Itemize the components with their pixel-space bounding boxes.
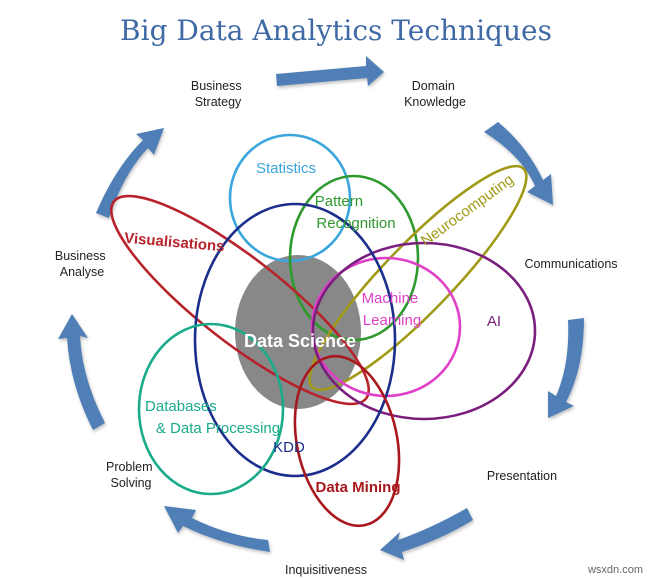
- arrow-strategy-to-domain: [276, 56, 384, 86]
- ai-label: AI: [487, 313, 501, 330]
- kdd-label: KDD: [273, 439, 305, 456]
- kdd-circle: [193, 202, 397, 478]
- cycle-label-problem-solving: Problem Solving: [106, 460, 156, 490]
- databases-circle: [137, 322, 285, 496]
- cycle-label-business-analyse: Business Analyse: [55, 249, 109, 279]
- ai-circle: [311, 241, 537, 421]
- cycle-label-inquisitiveness: Inquisitiveness: [285, 563, 367, 577]
- diagram-title: Big Data Analytics Techniques: [120, 14, 552, 47]
- data-science-label: Data Science: [244, 331, 356, 351]
- cycle-label-presentation: Presentation: [487, 469, 557, 483]
- pattern-recognition-label: Pattern Recognition: [315, 193, 396, 232]
- statistics-label: Statistics: [256, 160, 316, 177]
- machine-learning-label: Machine Learning: [362, 290, 423, 329]
- cycle-label-communications: Communications: [524, 257, 617, 271]
- set-shapes: [109, 133, 537, 528]
- pattern-recognition-circle: [288, 174, 420, 342]
- neurocomputing-label: Neurocomputing: [418, 171, 517, 249]
- arrow-communications-to-presentation: [548, 318, 584, 418]
- visualisations-label: Visualisations: [124, 230, 226, 256]
- neurocomputing-ellipse: [308, 164, 528, 392]
- arrow-analyse-to-strategy: [96, 128, 164, 218]
- data-mining-ellipse: [293, 354, 401, 528]
- arrow-presentation-to-inquisitiveness: [380, 508, 473, 560]
- databases-label: Databases & Data Processing: [145, 398, 280, 437]
- arrow-domain-to-communications: [484, 122, 553, 205]
- cycle-label-domain-knowledge: Domain Knowledge: [404, 79, 466, 109]
- cycle-arrows: [58, 56, 584, 560]
- cycle-labels: Business Strategy Domain Knowledge Commu…: [55, 79, 618, 577]
- data-mining-label: Data Mining: [316, 479, 401, 496]
- cycle-label-business-strategy: Business Strategy: [191, 79, 245, 109]
- arrow-problem-solving-to-analyse: [58, 314, 105, 430]
- watermark: wsxdn.com: [587, 564, 643, 576]
- arrow-inquisitiveness-to-problem-solving: [164, 506, 270, 552]
- visualisations-ellipse: [109, 194, 371, 406]
